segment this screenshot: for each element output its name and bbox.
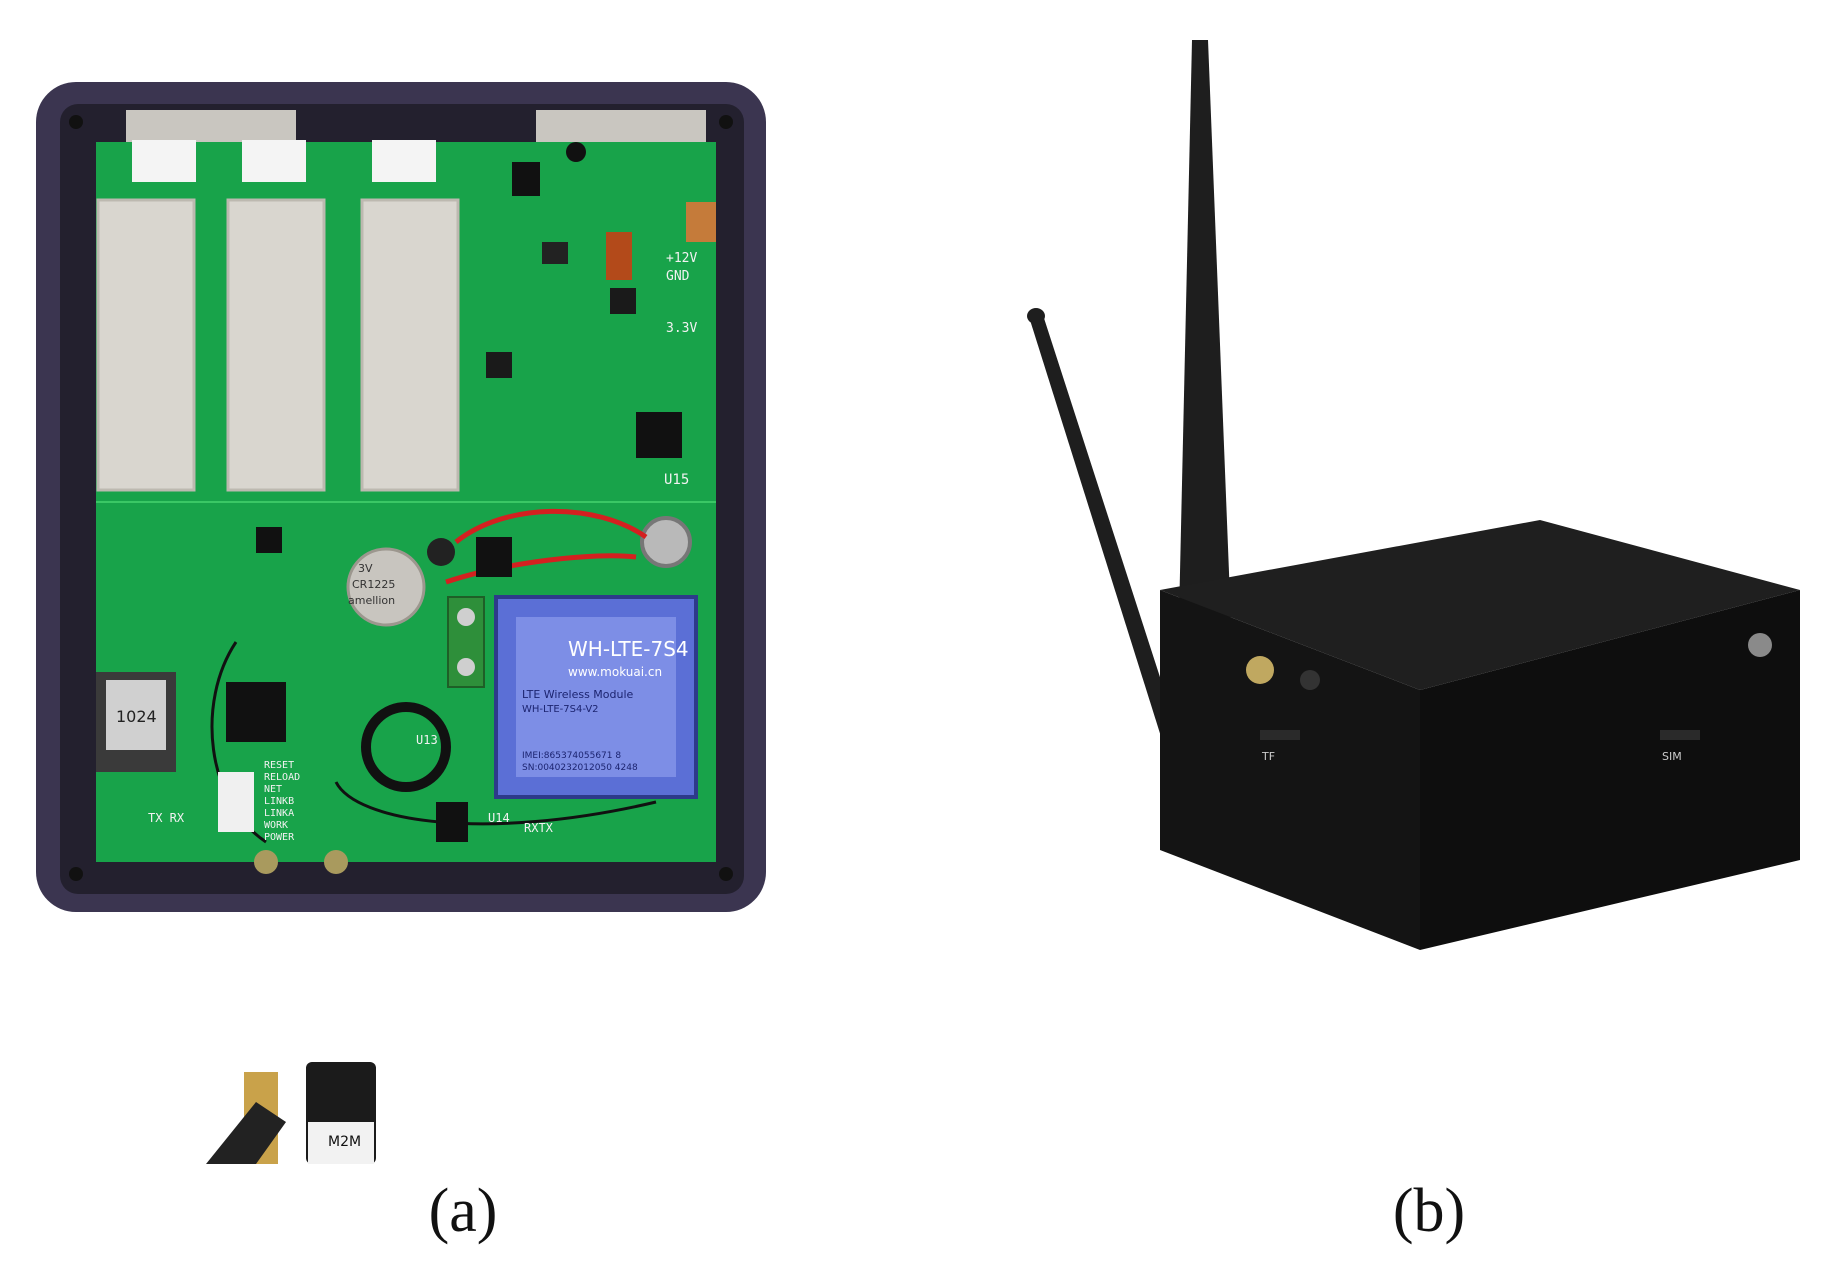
coin-cell-battery [346, 547, 426, 627]
resistor-array [606, 232, 632, 280]
photo-panel-a: M2M +12V GND 3.3V U15 [36, 82, 906, 1164]
inductor [610, 288, 636, 314]
smd-chip [512, 162, 540, 196]
led-label-power: POWER [264, 832, 295, 843]
caption-b: (b) [1392, 1177, 1466, 1245]
silkscreen-u15: U15 [664, 472, 689, 488]
device-side [1420, 590, 1800, 950]
silkscreen-33v: 3.3V [666, 321, 697, 336]
terminal-screw-icon [457, 608, 475, 626]
antenna-left [1030, 312, 1190, 778]
regulator-chip [542, 242, 568, 264]
corner-screw-icon [719, 115, 733, 129]
battery-voltage: 3V [358, 562, 373, 575]
shield-can [360, 198, 460, 492]
silkscreen-u13: U13 [416, 733, 438, 747]
wire-connector [242, 140, 306, 182]
antenna-label-text: M2M [328, 1134, 361, 1150]
device-front [1160, 590, 1420, 950]
corner-screw-icon [719, 867, 733, 881]
silkscreen-u14: U14 [488, 811, 510, 825]
led-label-linka: LINKA [264, 808, 294, 819]
lte-module-desc: LTE Wireless Module [522, 688, 634, 701]
tf-slot-label: TF [1261, 750, 1275, 763]
wifi-module-sticker [106, 680, 166, 750]
pcb-enclosure-photo: M2M +12V GND 3.3V U15 [36, 82, 766, 1164]
antenna-nut [254, 850, 278, 874]
terminal-screw-icon [457, 658, 475, 676]
wire-connector [372, 140, 436, 182]
caption-a: (a) [428, 1177, 498, 1245]
lte-module-url: www.mokuai.cn [568, 665, 662, 679]
corner-screw-icon [69, 867, 83, 881]
dc-jack-bottom [436, 802, 468, 842]
led-label-reset: RESET [264, 760, 294, 771]
red-wire [445, 553, 637, 585]
smd-chip [256, 527, 282, 553]
closed-device-photo: TF SIM [1027, 40, 1800, 950]
antenna-connector [1246, 656, 1274, 684]
lte-module-sn: SN:0040232012050 4248 [522, 763, 638, 773]
led-label-net: NET [264, 784, 282, 795]
handwritten-label: 1024 [116, 707, 157, 726]
antenna-left-tip [1027, 308, 1045, 324]
red-wire [454, 508, 648, 544]
lte-module-imei: IMEI:865374055671 8 [522, 751, 621, 761]
led-label-reload: RELOAD [264, 772, 300, 783]
sim-slot-label: SIM [1662, 750, 1682, 763]
silkscreen-rxtx: RXTX [524, 821, 554, 835]
led-label-linkb: LINKB [264, 796, 294, 807]
power-regulator [636, 412, 682, 458]
capacitor [427, 538, 455, 566]
antenna-right [1176, 40, 1236, 750]
photo-panel-b: TF SIM [1000, 30, 1800, 1090]
battery-brand: amellion [348, 594, 395, 607]
header-pins [686, 202, 716, 242]
antenna-nut [324, 850, 348, 874]
sim-slot [1660, 730, 1700, 740]
power-button[interactable] [1748, 633, 1772, 657]
battery-model: CR1225 [352, 578, 395, 591]
lte-module-label [516, 617, 676, 777]
silkscreen-12v: +12V [666, 251, 697, 266]
shield-can [226, 198, 326, 492]
silkscreen-txrx: TX RX [148, 811, 185, 825]
shield-can [96, 198, 196, 492]
voltage-regulator [476, 537, 512, 577]
lte-module-model: WH-LTE-7S4-V2 [522, 704, 599, 715]
lte-module-name: WH-LTE-7S4 [568, 637, 689, 661]
silkscreen-gnd: GND [666, 269, 690, 284]
antenna-stub [206, 1102, 286, 1164]
wire-connector [132, 140, 196, 182]
dc-jack [640, 516, 692, 568]
mounting-screw-icon [566, 142, 586, 162]
corner-screw-icon [69, 115, 83, 129]
dc-power-port [1300, 670, 1320, 690]
device-top [1160, 520, 1800, 690]
serial-connector [218, 772, 254, 832]
led-label-work: WORK [264, 820, 288, 831]
ferrite-coil [361, 702, 451, 792]
mcu-chip [226, 682, 286, 742]
inductor [486, 352, 512, 378]
tf-slot [1260, 730, 1300, 740]
antenna-label [308, 1122, 374, 1164]
